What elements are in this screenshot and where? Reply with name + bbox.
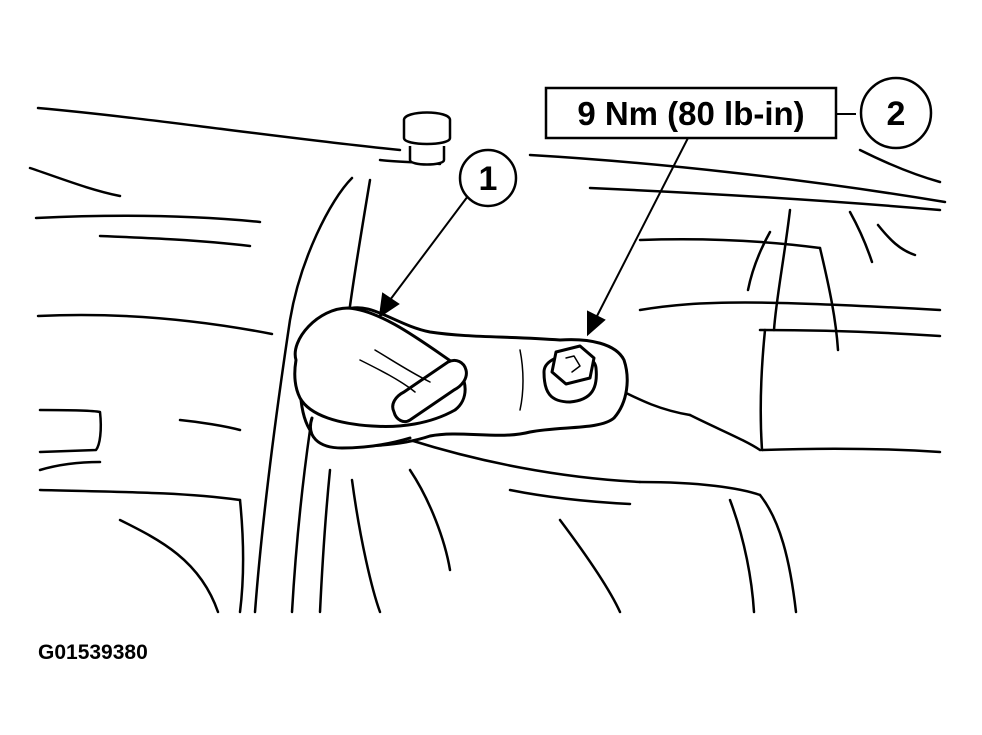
sensor	[293, 306, 629, 450]
callout-1-number: 1	[479, 160, 498, 198]
arrow-head-1	[378, 292, 400, 319]
torque-spec-box: 9 Nm (80 lb-in)	[544, 86, 838, 140]
callout-2: 2	[859, 76, 933, 150]
torque-spec-label: 9 Nm (80 lb-in)	[577, 95, 804, 132]
leader-line-2	[595, 137, 689, 319]
leader-line-1	[389, 195, 469, 301]
callout-1: 1	[458, 148, 518, 208]
figure-id: G01539380	[38, 641, 148, 664]
callout-2-number: 2	[887, 95, 906, 133]
arrow-head-2	[587, 310, 606, 337]
breather-cap	[402, 111, 452, 166]
leader-lines	[378, 113, 856, 337]
